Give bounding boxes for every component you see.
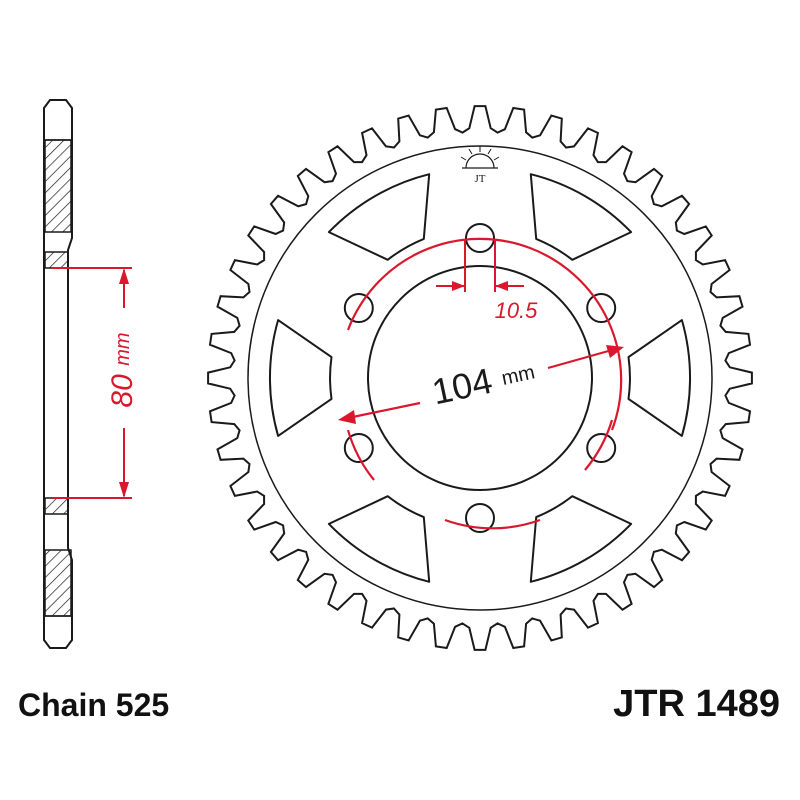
dimension-arrow-up <box>119 268 129 284</box>
dimension-arrow <box>452 281 465 291</box>
bolt-circle-arc-lower <box>444 518 541 530</box>
lightening-window <box>327 495 431 583</box>
lightening-window <box>268 319 333 437</box>
part-number-label: JTR 1489 <box>613 683 780 725</box>
jt-logo: JT <box>460 146 500 185</box>
center-bore <box>367 265 593 491</box>
lightening-window <box>627 319 692 437</box>
logo-rays <box>460 146 500 161</box>
sprocket-front-view: JT 104 mm <box>207 105 753 651</box>
logo-sun-arc <box>465 153 495 169</box>
dimension-10-5: 10.5 <box>436 240 538 323</box>
logo-text: JT <box>475 173 486 185</box>
dimension-arrow-right <box>606 345 624 358</box>
side-profile-hatch-bottom <box>44 549 72 617</box>
side-profile: 80 mm <box>43 99 139 649</box>
dimension-arrow-down <box>119 482 129 498</box>
lightening-windows <box>268 173 692 583</box>
dimension-arrow-left <box>338 410 356 424</box>
dimension-80-value: 80 <box>106 374 139 408</box>
lightening-window <box>327 173 431 261</box>
lightening-window <box>529 495 633 583</box>
side-profile-hatch-hub-bottom <box>44 497 69 515</box>
dimension-line <box>347 401 421 420</box>
bolt-circle-arc-left <box>346 429 375 481</box>
dimension-80-text: 80 mm <box>106 332 139 407</box>
dimension-line <box>547 348 613 370</box>
bolt-circle-arc-right <box>584 419 614 471</box>
dimension-80mm: 80 mm <box>52 267 139 499</box>
dimension-10-5-text: 10.5 <box>495 298 539 323</box>
chain-label: Chain 525 <box>18 687 169 723</box>
side-profile-hatch-hub-top <box>44 251 69 269</box>
side-profile-hatch-top <box>44 139 72 233</box>
lightening-window <box>529 173 633 261</box>
dimension-arrow <box>495 281 508 291</box>
bolt-circle-arc-upper <box>346 237 623 431</box>
dimension-80-unit: mm <box>112 332 134 365</box>
bolt-hole <box>465 503 495 533</box>
